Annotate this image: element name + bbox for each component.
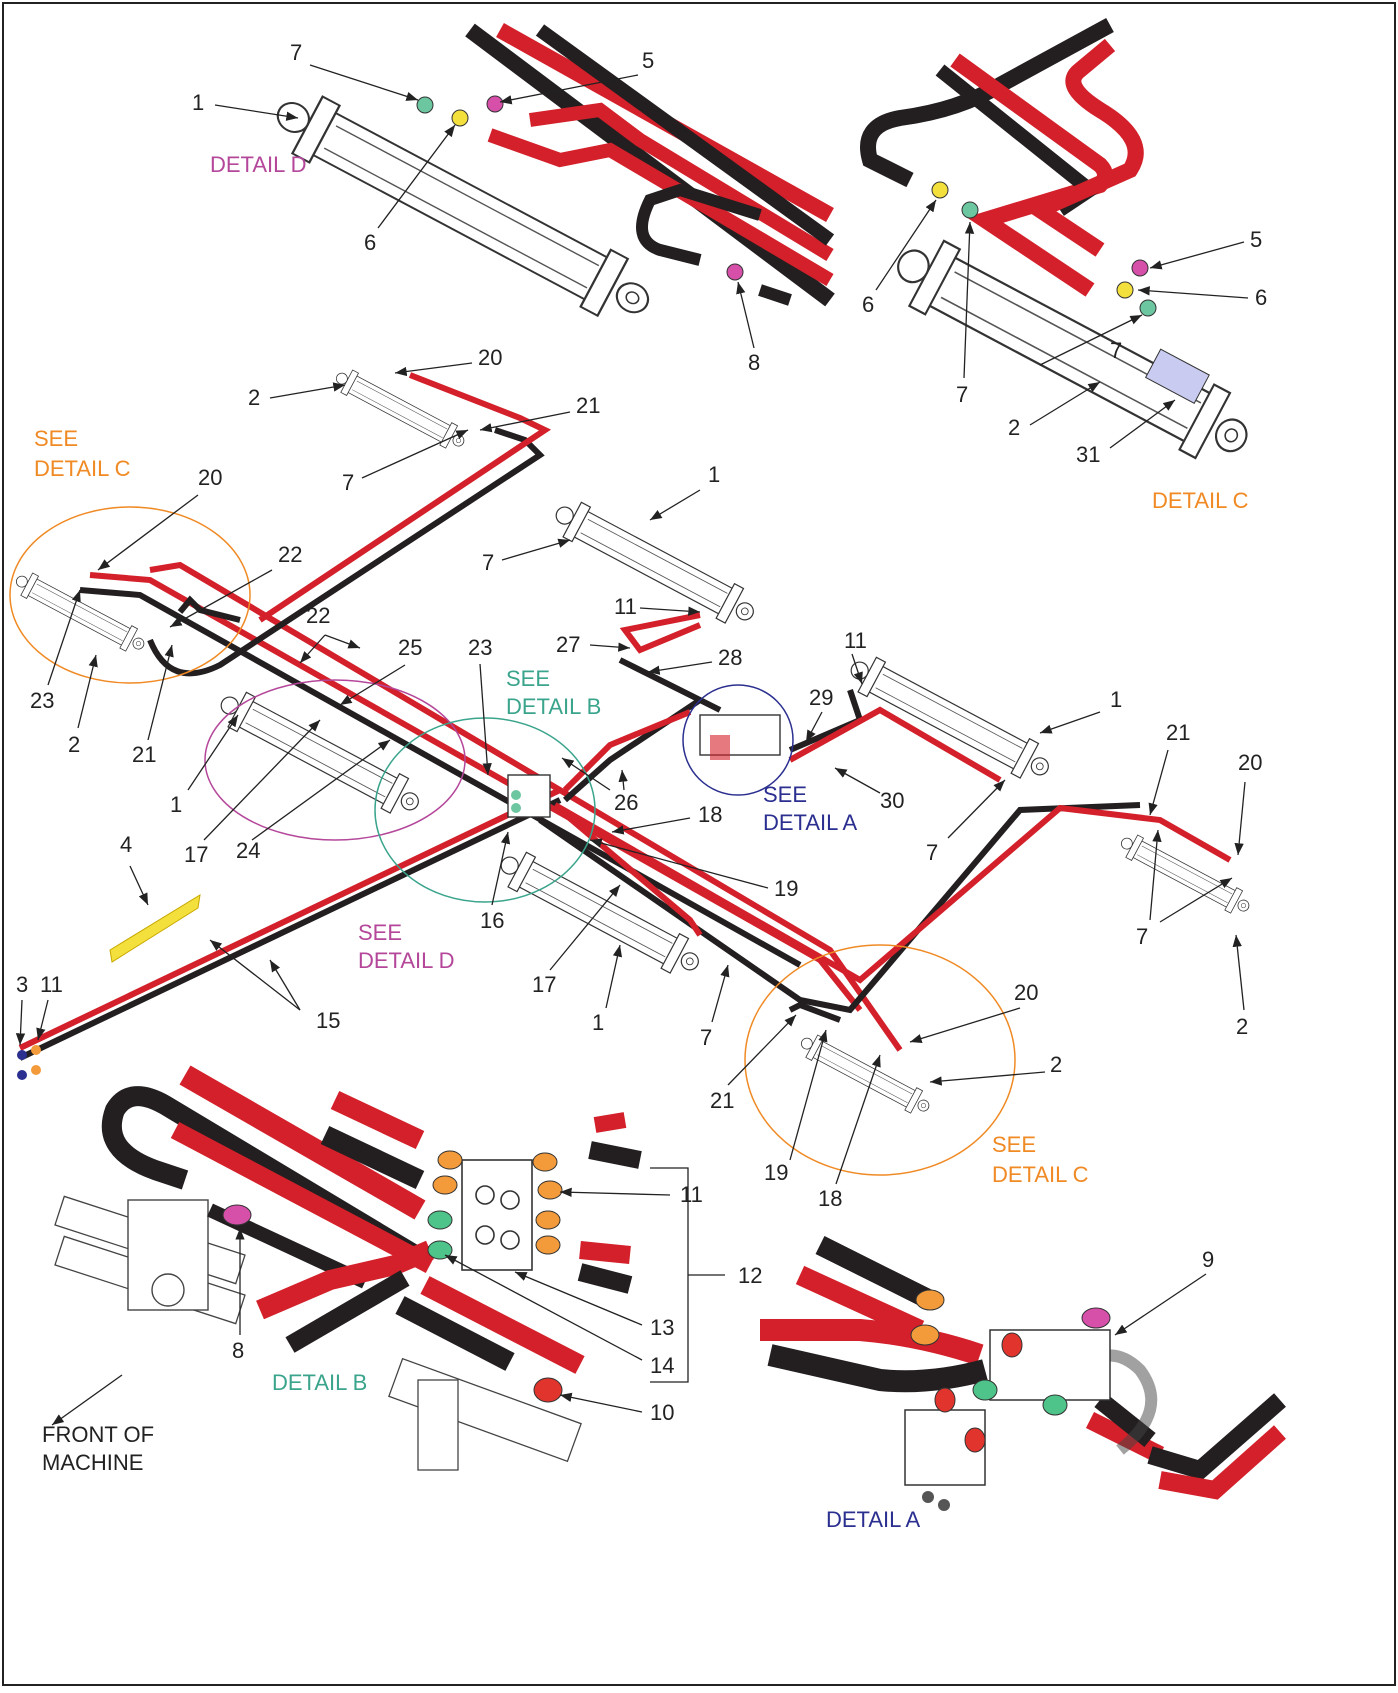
callout-m19a: 19 xyxy=(774,876,798,901)
callout-m2b: 2 xyxy=(68,732,80,757)
see-detail-b-circle xyxy=(374,717,596,903)
callout-m20b: 20 xyxy=(198,465,222,490)
see-detail-c-2-line2: DETAIL C xyxy=(992,1162,1089,1187)
see-detail-c-2-line1: SEE xyxy=(992,1132,1036,1157)
callout-m30: 30 xyxy=(880,788,904,813)
callout-d7: 7 xyxy=(290,40,302,65)
callout-m2a: 2 xyxy=(248,385,260,410)
callout-b11: 11 xyxy=(680,1182,703,1207)
detail-b-title: DETAIL B xyxy=(272,1370,367,1395)
callout-b10: 10 xyxy=(650,1400,674,1425)
front-of-machine-line2: MACHINE xyxy=(42,1450,143,1475)
detail-d-group: DETAIL D 7 1 5 6 8 xyxy=(192,23,835,375)
callout-m28: 28 xyxy=(718,645,742,670)
callout-m21b: 21 xyxy=(132,742,156,767)
callout-m22a: 22 xyxy=(278,542,302,567)
callout-m3: 3 xyxy=(16,972,28,997)
main-assembly-group: SEE DETAIL C SEE DETAIL B SEE DETAIL A S… xyxy=(9,345,1262,1211)
callout-m1b: 1 xyxy=(1110,687,1122,712)
callout-c7b: 7 xyxy=(1110,338,1122,363)
callout-m22b: 22 xyxy=(306,603,330,628)
callout-m25: 25 xyxy=(398,635,422,660)
callout-c2: 2 xyxy=(1008,415,1020,440)
callout-m16: 16 xyxy=(480,908,504,933)
detail-c-cylinder xyxy=(881,225,1263,476)
detail-a-group: DETAIL A 9 xyxy=(760,1236,1286,1532)
callout-b12: 12 xyxy=(738,1263,762,1288)
callout-m4: 4 xyxy=(120,832,132,857)
detail-a-title: DETAIL A xyxy=(826,1507,920,1532)
callout-d6: 6 xyxy=(364,230,376,255)
detail-d-title: DETAIL D xyxy=(210,152,307,177)
see-detail-c-circle-2 xyxy=(744,944,1016,1176)
see-detail-b-line2: DETAIL B xyxy=(506,694,601,719)
callout-m1d: 1 xyxy=(592,1010,604,1035)
callout-c5: 5 xyxy=(1250,227,1262,252)
callout-c6b: 6 xyxy=(1255,285,1267,310)
callout-m18a: 18 xyxy=(698,802,722,827)
see-detail-a-line1: SEE xyxy=(763,782,807,807)
callout-m11b: 11 xyxy=(844,628,867,653)
callout-m21a: 21 xyxy=(576,393,600,418)
see-detail-d-circle xyxy=(204,679,466,841)
callout-m23b: 23 xyxy=(468,635,492,660)
callout-a9: 9 xyxy=(1202,1247,1214,1272)
callout-c31: 31 xyxy=(1076,442,1100,467)
callout-m7e: 7 xyxy=(700,1025,712,1050)
callout-m21c: 21 xyxy=(1166,720,1190,745)
callout-m26: 26 xyxy=(614,790,638,815)
detail-b-group: DETAIL B 11 12 13 14 8 10 FRONT OF MACHI… xyxy=(42,1065,762,1475)
callout-m7b: 7 xyxy=(482,550,494,575)
callout-m2d: 2 xyxy=(1050,1052,1062,1077)
callout-m29: 29 xyxy=(809,685,833,710)
see-detail-c-1-line1: SEE xyxy=(34,426,78,451)
callout-m17a: 17 xyxy=(184,842,208,867)
see-detail-a-circle xyxy=(682,684,794,796)
callout-d1: 1 xyxy=(192,90,204,115)
callout-m11c: 11 xyxy=(40,972,63,997)
callout-m20a: 20 xyxy=(478,345,502,370)
callout-m2c: 2 xyxy=(1236,1014,1248,1039)
callout-m23a: 23 xyxy=(30,688,54,713)
see-detail-a-line2: DETAIL A xyxy=(763,810,857,835)
callout-b13: 13 xyxy=(650,1315,674,1340)
callout-c6a: 6 xyxy=(862,292,874,317)
see-detail-c-circle-1 xyxy=(9,506,251,684)
front-of-machine-line1: FRONT OF xyxy=(42,1422,154,1447)
callout-c7a: 7 xyxy=(956,382,968,407)
callout-m20c: 20 xyxy=(1238,750,1262,775)
callout-m7c: 7 xyxy=(926,840,938,865)
see-detail-d-line1: SEE xyxy=(358,920,402,945)
callout-b14: 14 xyxy=(650,1353,674,1378)
callout-m17b: 17 xyxy=(532,972,556,997)
callout-m27: 27 xyxy=(556,632,580,657)
callout-m20d: 20 xyxy=(1014,980,1038,1005)
callout-m7a: 7 xyxy=(342,470,354,495)
callout-d5: 5 xyxy=(642,48,654,73)
callout-m11a: 11 xyxy=(614,594,637,619)
front-of-machine-arrow xyxy=(51,1374,123,1426)
callout-m7d: 7 xyxy=(1136,924,1148,949)
callout-m1c: 1 xyxy=(170,792,182,817)
callout-m19b: 19 xyxy=(764,1160,788,1185)
callout-b8: 8 xyxy=(232,1338,244,1363)
callout-m18b: 18 xyxy=(818,1186,842,1211)
callout-m24: 24 xyxy=(236,838,260,863)
see-detail-c-1-line2: DETAIL C xyxy=(34,456,131,481)
callout-m1a: 1 xyxy=(708,462,720,487)
see-detail-d-line2: DETAIL D xyxy=(358,948,455,973)
detail-c-title: DETAIL C xyxy=(1152,488,1249,513)
callout-m21d: 21 xyxy=(710,1088,734,1113)
callout-m15: 15 xyxy=(316,1008,340,1033)
see-detail-b-line1: SEE xyxy=(506,666,550,691)
detail-c-group: DETAIL C 5 6 6 7 7 2 31 xyxy=(860,17,1267,513)
callout-d8: 8 xyxy=(748,350,760,375)
